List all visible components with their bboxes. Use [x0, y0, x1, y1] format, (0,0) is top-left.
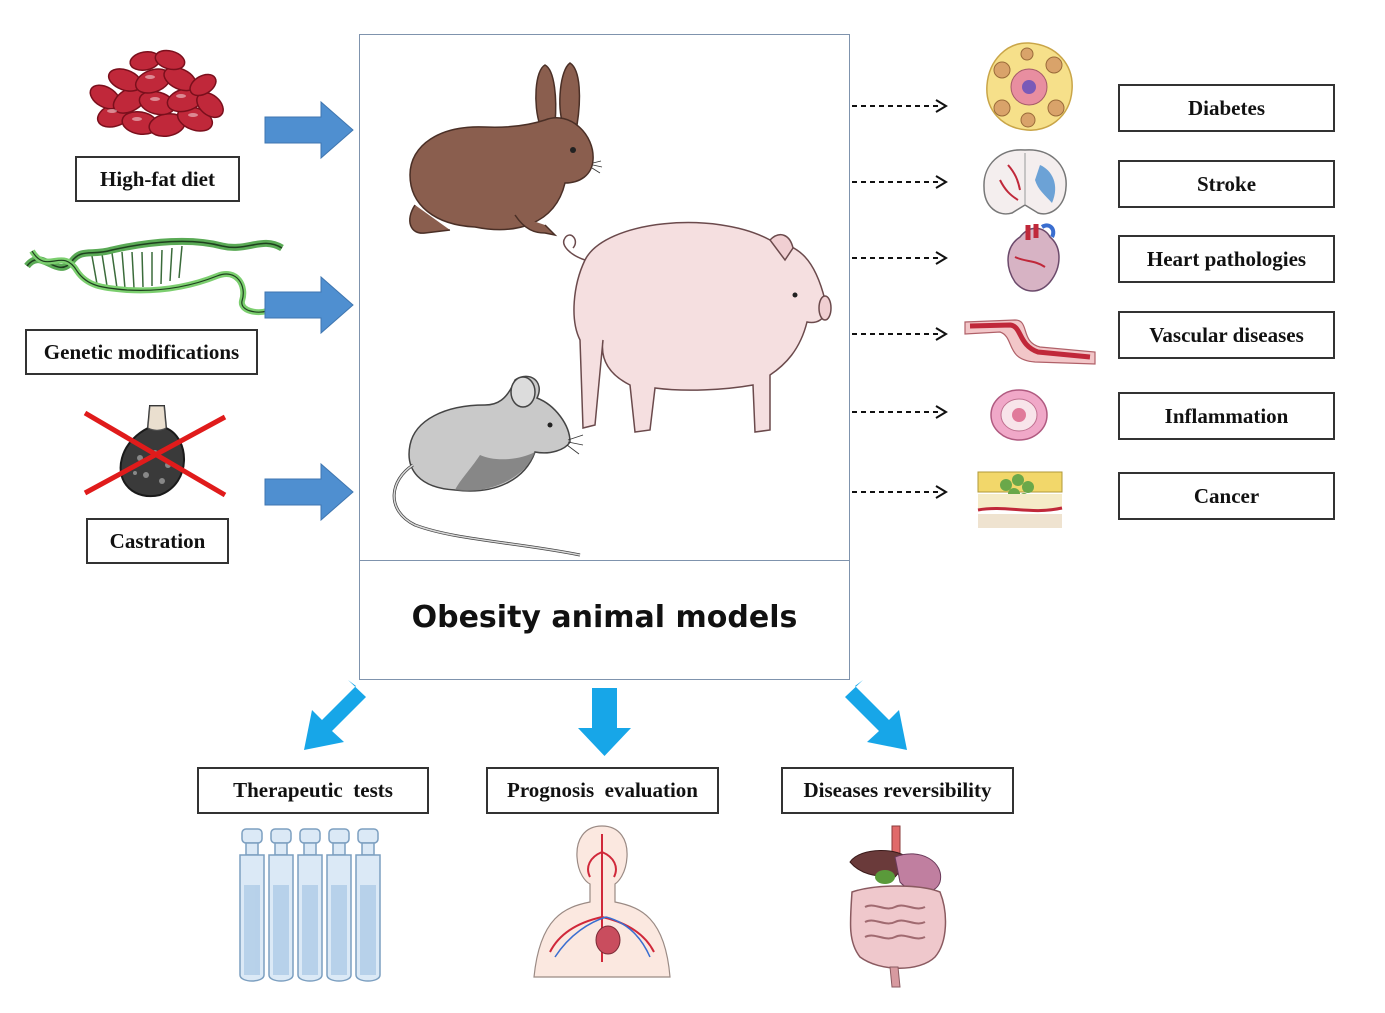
pig-illustration [563, 221, 832, 433]
inflammation-label: Inflammation [1118, 392, 1335, 440]
castration-label: Castration [86, 518, 229, 564]
heart-icon [1007, 223, 1060, 292]
ampoules-icon [239, 828, 381, 982]
brain-section-icon [983, 149, 1067, 215]
input-arrow-diet [264, 100, 354, 160]
inflamed-vessel-icon [990, 389, 1048, 441]
mouse-illustration [392, 375, 584, 557]
genetic-modifications-label: Genetic modifications [25, 329, 258, 375]
crossed-out-testis-icon [83, 405, 227, 498]
blood-vessel-icon [964, 319, 1096, 365]
dashed-arrows [852, 99, 948, 499]
heart-pathologies-label: Heart pathologies [1118, 235, 1335, 283]
stroke-label: Stroke [1118, 160, 1335, 208]
down-left-arrow [304, 680, 366, 750]
cancer-label: Cancer [1118, 472, 1335, 520]
down-right-arrow [845, 680, 907, 750]
prognosis-evaluation-label: Prognosis evaluation [486, 767, 719, 814]
human-circulation-icon [533, 825, 671, 978]
obesity-models-box: Obesity animal models [359, 34, 850, 680]
therapeutic-tests-label: Therapeutic tests [197, 767, 429, 814]
high-fat-diet-label: High-fat diet [75, 156, 240, 202]
vascular-diseases-label: Vascular diseases [1118, 311, 1335, 359]
input-arrow-genetic [264, 275, 354, 335]
input-arrow-castration [264, 462, 354, 522]
box-divider [360, 560, 849, 561]
pancreas-islet-icon [986, 42, 1073, 131]
digestive-system-icon [849, 825, 947, 988]
diseases-reversibility-label: Diseases reversibility [781, 767, 1014, 814]
dna-helix-icon [24, 237, 284, 316]
diabetes-label: Diabetes [1118, 84, 1335, 132]
obesity-models-title: Obesity animal models [411, 600, 798, 635]
rabbit-illustration [409, 62, 603, 237]
kidney-beans-icon [89, 49, 224, 138]
down-arrow [578, 688, 631, 756]
tumor-tissue-icon [977, 471, 1063, 528]
